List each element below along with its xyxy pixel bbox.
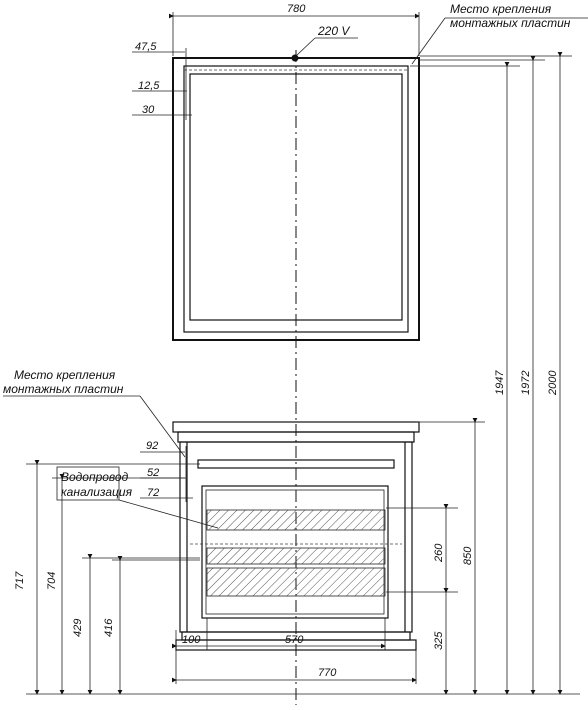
dim-2000: 2000 (547, 370, 559, 396)
dim-12-5: 12,5 (138, 80, 160, 92)
label-water-1: Водопровод (61, 470, 129, 484)
dim-325: 325 (433, 631, 445, 650)
dim-416: 416 (103, 618, 115, 637)
label-mount-top-1: Место крепления (450, 2, 552, 16)
label-mount-mid-1: Место крепления (14, 368, 116, 382)
dim-260: 260 (433, 543, 445, 563)
label-mount-mid-2: монтажных пластин (3, 382, 124, 396)
power-outlet-icon (291, 54, 299, 62)
label-power: 220 V (317, 24, 350, 38)
label-water-2: канализация (61, 485, 133, 499)
dim-717: 717 (14, 571, 26, 590)
dim-30: 30 (142, 104, 155, 116)
vanity-cabinet (172, 421, 420, 651)
dim-100: 100 (182, 634, 201, 646)
dim-850: 850 (462, 546, 474, 565)
dim-770: 770 (318, 667, 337, 679)
dim-1972: 1972 (520, 371, 532, 395)
dim-mirror-width: 780 (287, 3, 306, 15)
dim-570: 570 (285, 634, 304, 646)
dim-92: 92 (146, 440, 158, 452)
dim-47-5: 47,5 (135, 41, 157, 53)
dim-72: 72 (147, 487, 159, 499)
label-mount-top-2: монтажных пластин (450, 16, 571, 30)
mirror (172, 54, 420, 341)
dim-52: 52 (147, 467, 159, 479)
dim-704: 704 (46, 572, 58, 590)
right-height-dims (410, 52, 580, 695)
dim-429: 429 (72, 619, 84, 637)
dim-1947: 1947 (494, 370, 506, 395)
